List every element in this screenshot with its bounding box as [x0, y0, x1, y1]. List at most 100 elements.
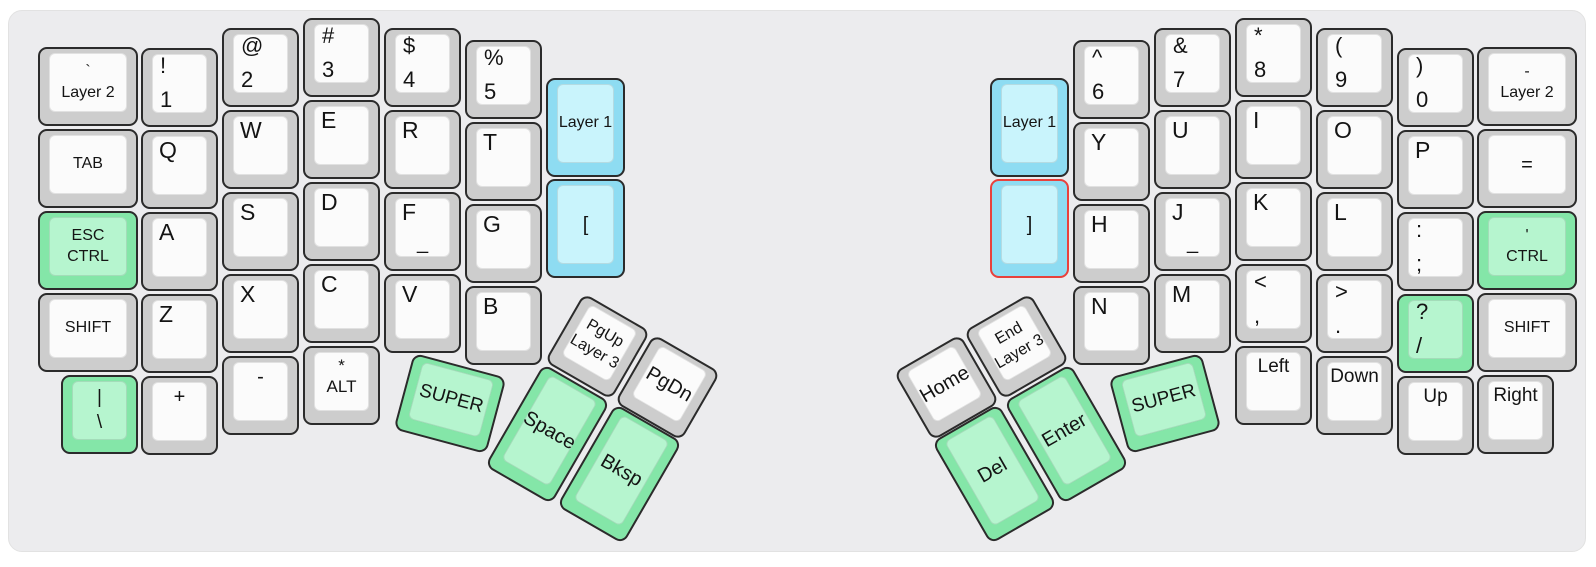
key-shift-right[interactable]: SHIFT	[1477, 293, 1577, 372]
key-legend: Right	[1493, 385, 1538, 406]
key-super-left[interactable]: SUPER	[393, 352, 507, 455]
keycap-top: Right	[1488, 381, 1543, 440]
key-q[interactable]: Q	[141, 130, 218, 209]
keycap-top: SHIFT	[49, 299, 127, 358]
keycap-top: - Layer 2	[1488, 53, 1566, 112]
key-b[interactable]: B	[465, 286, 542, 365]
keycap-top: +	[152, 382, 207, 441]
key-legend: SHIFT	[1503, 319, 1551, 337]
key-p[interactable]: P	[1397, 130, 1474, 209]
key-l[interactable]: L	[1316, 192, 1393, 271]
keycap-top: Down	[1327, 362, 1382, 421]
key-layer1-left[interactable]: Layer 1	[546, 78, 625, 177]
key-z[interactable]: Z	[141, 294, 218, 373]
key-grave-layer2-left[interactable]: `Layer 2	[38, 47, 138, 126]
key-super-right[interactable]: SUPER	[1108, 352, 1222, 455]
key-e[interactable]: E	[303, 100, 380, 179]
key-minus-left[interactable]: -	[222, 356, 299, 435]
key-legend: H	[1091, 211, 1108, 237]
key-lparen-9[interactable]: (9	[1316, 28, 1393, 107]
key-t[interactable]: T	[465, 122, 542, 201]
keycap-top: R	[395, 116, 450, 175]
key-legend: .	[1335, 312, 1342, 338]
homing-bar: _	[1186, 232, 1199, 254]
keycap-top: E	[314, 106, 369, 165]
key-legend: /	[1416, 332, 1423, 358]
key-caret-6[interactable]: ^6	[1073, 40, 1150, 119]
key-rparen-0[interactable]: )0	[1397, 48, 1474, 127]
key-m[interactable]: M	[1154, 274, 1231, 353]
key-lt-comma[interactable]: <,	[1235, 264, 1312, 343]
key-hash-3[interactable]: #3	[303, 18, 380, 97]
key-d[interactable]: D	[303, 182, 380, 261]
key-percent-5[interactable]: %5	[465, 40, 542, 119]
key-tab[interactable]: TAB	[38, 129, 138, 208]
key-star-8[interactable]: *8	[1235, 18, 1312, 97]
key-j[interactable]: J_	[1154, 192, 1231, 271]
key-excl-1[interactable]: !1	[141, 48, 218, 127]
key-w[interactable]: W	[222, 110, 299, 189]
key-legend: Up	[1423, 386, 1448, 407]
keycap-top: N	[1084, 292, 1139, 351]
key-amp-7[interactable]: &7	[1154, 28, 1231, 107]
key-legend: 2	[241, 66, 254, 92]
key-n[interactable]: N	[1073, 286, 1150, 365]
key-legend: Layer 2	[1500, 83, 1554, 101]
key-x[interactable]: X	[222, 274, 299, 353]
key-c[interactable]: C	[303, 264, 380, 343]
keycap-top: Up	[1408, 382, 1463, 441]
key-star-alt[interactable]: *ALT	[303, 346, 380, 425]
key-colon-semicolon[interactable]: :;	[1397, 212, 1474, 291]
key-legend: &	[1173, 33, 1188, 58]
key-arrow-left[interactable]: Left	[1235, 346, 1312, 425]
key-at-2[interactable]: @2	[222, 28, 299, 107]
key-equals[interactable]: =	[1477, 129, 1577, 208]
key-g[interactable]: G	[465, 204, 542, 283]
key-f[interactable]: F_	[384, 192, 461, 271]
key-legend: CTRL	[1506, 247, 1548, 265]
keycap-top: SUPER	[1120, 361, 1208, 438]
key-arrow-down[interactable]: Down	[1316, 356, 1393, 435]
key-s[interactable]: S	[222, 192, 299, 271]
keycap-top: *8	[1246, 24, 1301, 83]
keycap-top: M	[1165, 280, 1220, 339]
keycap-top: Y	[1084, 128, 1139, 187]
keycap-top: V	[395, 280, 450, 339]
key-pipe-backslash[interactable]: |\	[61, 375, 138, 454]
key-legend: Bksp	[596, 449, 647, 492]
key-minus-layer2-right[interactable]: - Layer 2	[1477, 47, 1577, 126]
key-u[interactable]: U	[1154, 110, 1231, 189]
key-legend: Layer 1	[558, 114, 613, 132]
key-r[interactable]: R	[384, 110, 461, 189]
key-arrow-up[interactable]: Up	[1397, 376, 1474, 455]
key-k[interactable]: K	[1235, 182, 1312, 261]
key-a[interactable]: A	[141, 212, 218, 291]
key-gt-period[interactable]: >.	[1316, 274, 1393, 353]
key-plus[interactable]: +	[141, 376, 218, 455]
key-legend: G	[483, 211, 501, 237]
key-layer1-right[interactable]: Layer 1	[990, 78, 1069, 177]
keycap-top: H	[1084, 210, 1139, 269]
key-arrow-right[interactable]: Right	[1477, 375, 1554, 454]
key-legend: *	[1254, 23, 1263, 48]
key-y[interactable]: Y	[1073, 122, 1150, 201]
key-quote-ctrl[interactable]: 'CTRL	[1477, 211, 1577, 290]
key-dollar-4[interactable]: $4	[384, 28, 461, 107]
key-i[interactable]: I	[1235, 100, 1312, 179]
key-v[interactable]: V	[384, 274, 461, 353]
key-legend: SUPER	[416, 380, 486, 418]
key-legend: SUPER	[1129, 380, 1199, 418]
keycap-top: K	[1246, 188, 1301, 247]
key-legend: -	[1524, 62, 1530, 80]
key-legend: !	[160, 53, 167, 78]
key-lbracket[interactable]: [	[546, 179, 625, 278]
key-legend: ,	[1254, 302, 1261, 328]
key-question-slash[interactable]: ?/	[1397, 294, 1474, 373]
key-legend: M	[1172, 281, 1192, 307]
key-shift-left[interactable]: SHIFT	[38, 293, 138, 372]
keycap-top: $4	[395, 34, 450, 93]
key-o[interactable]: O	[1316, 110, 1393, 189]
key-rbracket[interactable]: ]	[990, 179, 1069, 278]
key-h[interactable]: H	[1073, 204, 1150, 283]
